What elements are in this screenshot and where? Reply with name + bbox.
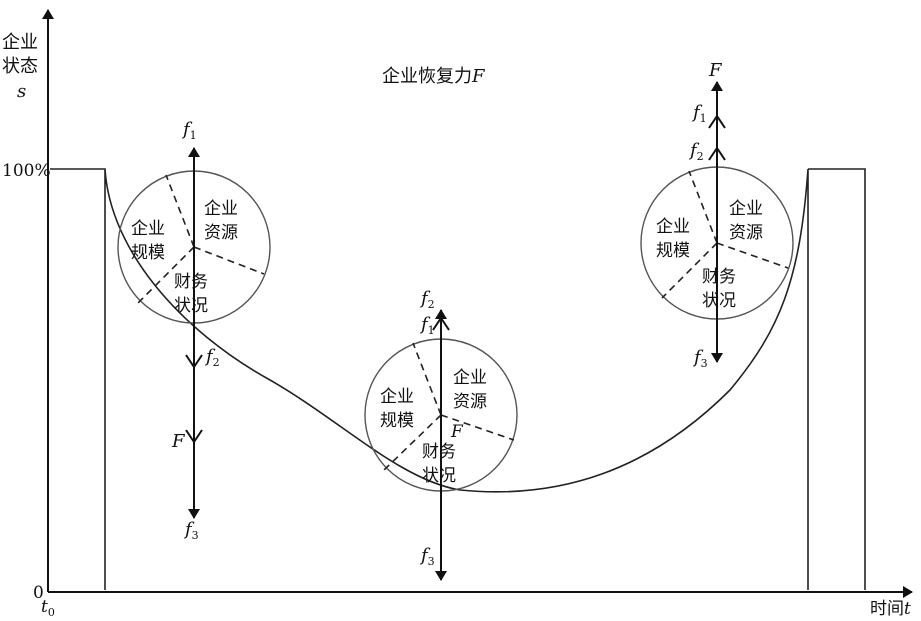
circle-right-finance-2: 状况: [702, 291, 736, 311]
circle-left-finance-1: 财务: [174, 272, 208, 292]
left-F-arrowhead: [185, 429, 203, 444]
middle-f3-label: f3: [419, 545, 435, 568]
y-axis-label-line1: 企业: [2, 32, 38, 53]
right-f1-label: f1: [691, 102, 707, 125]
circle-middle-resource-1: 企业: [453, 368, 487, 388]
circle-middle-scale-2: 规模: [380, 411, 414, 431]
circle-left-finance-2: 状况: [174, 296, 208, 316]
diagram-title: 企业恢复力F: [382, 66, 486, 87]
x-tick-t0: t0: [41, 597, 55, 619]
right-f2-arrowhead: [708, 146, 726, 161]
circle-left: 企业 资源 企业 规模 财务 状况: [117, 170, 271, 324]
circle-left-resource-1: 企业: [204, 199, 238, 219]
circle-middle-scale-1: 企业: [380, 387, 414, 407]
circle-right-scale-2: 规模: [656, 241, 690, 261]
origin-label: 0: [33, 583, 44, 603]
circle-middle-F-label: F: [450, 422, 464, 442]
circle-middle-resource-2: 资源: [453, 392, 487, 412]
y-axis-label-line2: 状态: [2, 56, 38, 77]
circle-right-finance-1: 财务: [702, 267, 736, 287]
circle-right-resource-2: 资源: [729, 223, 763, 243]
middle-f2-label: f2: [419, 288, 435, 311]
y-tick-100-percent: 100%: [2, 161, 51, 181]
circle-right: 企业 资源 企业 规模 财务 状况: [640, 166, 794, 320]
right-F-label: F: [708, 60, 723, 81]
y-axis-variable: s: [17, 81, 26, 102]
left-f2-arrowhead: [185, 354, 203, 369]
circle-left-scale-2: 规模: [131, 243, 165, 263]
right-f2-label: f2: [688, 140, 704, 163]
circle-left-resource-2: 资源: [204, 223, 238, 243]
circle-middle-finance-1: 财务: [422, 442, 456, 462]
circle-left-scale-1: 企业: [131, 219, 165, 239]
left-f2-label: f2: [204, 346, 220, 369]
middle-f1-label: f1: [419, 314, 435, 337]
circle-right-scale-1: 企业: [656, 217, 690, 237]
right-f1-arrowhead: [708, 114, 726, 129]
left-f3-label: f3: [183, 519, 199, 542]
x-axis-label: 时间t: [870, 599, 911, 619]
circle-middle-finance-2: 状况: [422, 466, 456, 486]
left-F-label: F: [171, 431, 186, 452]
middle-f1-arrowhead: [432, 316, 450, 331]
right-f3-label: f3: [692, 347, 708, 370]
circle-right-resource-1: 企业: [729, 199, 763, 219]
left-f1-label: f1: [181, 119, 197, 142]
enterprise-state-curve: [50, 168, 866, 590]
